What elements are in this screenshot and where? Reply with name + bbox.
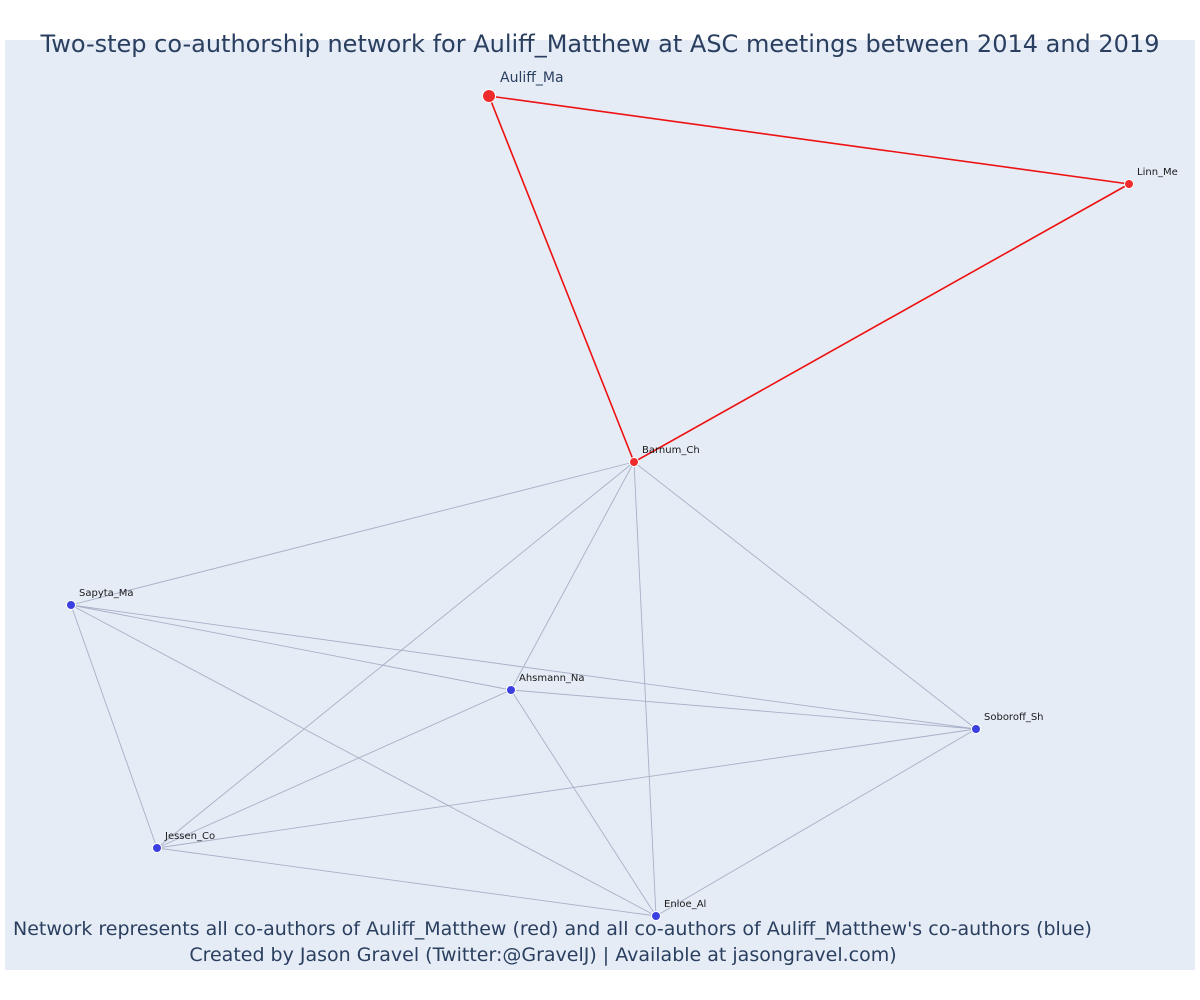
- node-label: Barnum_Ch: [642, 445, 700, 456]
- node-marker[interactable]: [651, 911, 661, 921]
- node-marker[interactable]: [971, 724, 981, 734]
- edge-Linn_Me-Barnum_Ch: [633, 183, 1130, 463]
- caption-description: Network represents all co-authors of Aul…: [13, 918, 1092, 940]
- edge-Ahsmann_Na-Jessen_Co: [156, 689, 512, 849]
- node-Barnum_Ch[interactable]: Barnum_Ch: [629, 445, 700, 467]
- nodes-layer: Auliff_MaLinn_MeBarnum_ChSapyta_MaAhsman…: [66, 70, 1178, 921]
- chart-title: Two-step co-authorship network for Aulif…: [40, 30, 1160, 58]
- edge-Barnum_Ch-Ahsmann_Na: [510, 461, 635, 691]
- node-label: Soboroff_Sh: [984, 712, 1044, 723]
- edge-Sapyta_Ma-Soboroff_Sh: [70, 604, 977, 730]
- edge-Sapyta_Ma-Ahsmann_Na: [70, 604, 512, 691]
- node-label: Sapyta_Ma: [79, 588, 134, 599]
- edge-Jessen_Co-Enloe_Al: [156, 847, 657, 917]
- edge-Ahsmann_Na-Enloe_Al: [510, 689, 657, 917]
- edge-Auliff_Ma-Linn_Me: [488, 95, 1130, 185]
- network-graph[interactable]: Auliff_MaLinn_MeBarnum_ChSapyta_MaAhsman…: [5, 40, 1195, 970]
- caption-credits: Created by Jason Gravel (Twitter:@Gravel…: [189, 944, 897, 966]
- node-marker[interactable]: [482, 89, 496, 103]
- edge-Sapyta_Ma-Enloe_Al: [70, 604, 657, 917]
- edge-Ahsmann_Na-Soboroff_Sh: [510, 689, 977, 730]
- node-label: Enloe_Al: [664, 899, 706, 910]
- node-Sapyta_Ma[interactable]: Sapyta_Ma: [66, 588, 134, 610]
- node-marker[interactable]: [506, 685, 516, 695]
- node-label: Auliff_Ma: [500, 70, 564, 86]
- node-marker[interactable]: [152, 843, 162, 853]
- edge-Soboroff_Sh-Enloe_Al: [655, 728, 977, 917]
- node-label: Jessen_Co: [164, 831, 215, 842]
- node-label: Ahsmann_Na: [519, 673, 585, 684]
- node-Soboroff_Sh[interactable]: Soboroff_Sh: [971, 712, 1044, 734]
- edge-Barnum_Ch-Soboroff_Sh: [633, 461, 977, 730]
- edge-Soboroff_Sh-Jessen_Co: [156, 728, 977, 849]
- node-Ahsmann_Na[interactable]: Ahsmann_Na: [506, 673, 585, 695]
- node-marker[interactable]: [66, 600, 76, 610]
- node-label: Linn_Me: [1137, 167, 1178, 178]
- node-marker[interactable]: [1124, 179, 1134, 189]
- node-Auliff_Ma[interactable]: Auliff_Ma: [482, 70, 564, 103]
- edge-Barnum_Ch-Enloe_Al: [633, 461, 657, 917]
- edges-layer: [70, 95, 1130, 917]
- node-Linn_Me[interactable]: Linn_Me: [1124, 167, 1178, 189]
- edge-Barnum_Ch-Sapyta_Ma: [70, 461, 635, 606]
- edge-Barnum_Ch-Jessen_Co: [156, 461, 635, 849]
- node-Jessen_Co[interactable]: Jessen_Co: [152, 831, 216, 853]
- node-marker[interactable]: [629, 457, 639, 467]
- edge-Sapyta_Ma-Jessen_Co: [70, 604, 158, 849]
- edge-Auliff_Ma-Barnum_Ch: [488, 95, 635, 463]
- node-Enloe_Al[interactable]: Enloe_Al: [651, 899, 707, 921]
